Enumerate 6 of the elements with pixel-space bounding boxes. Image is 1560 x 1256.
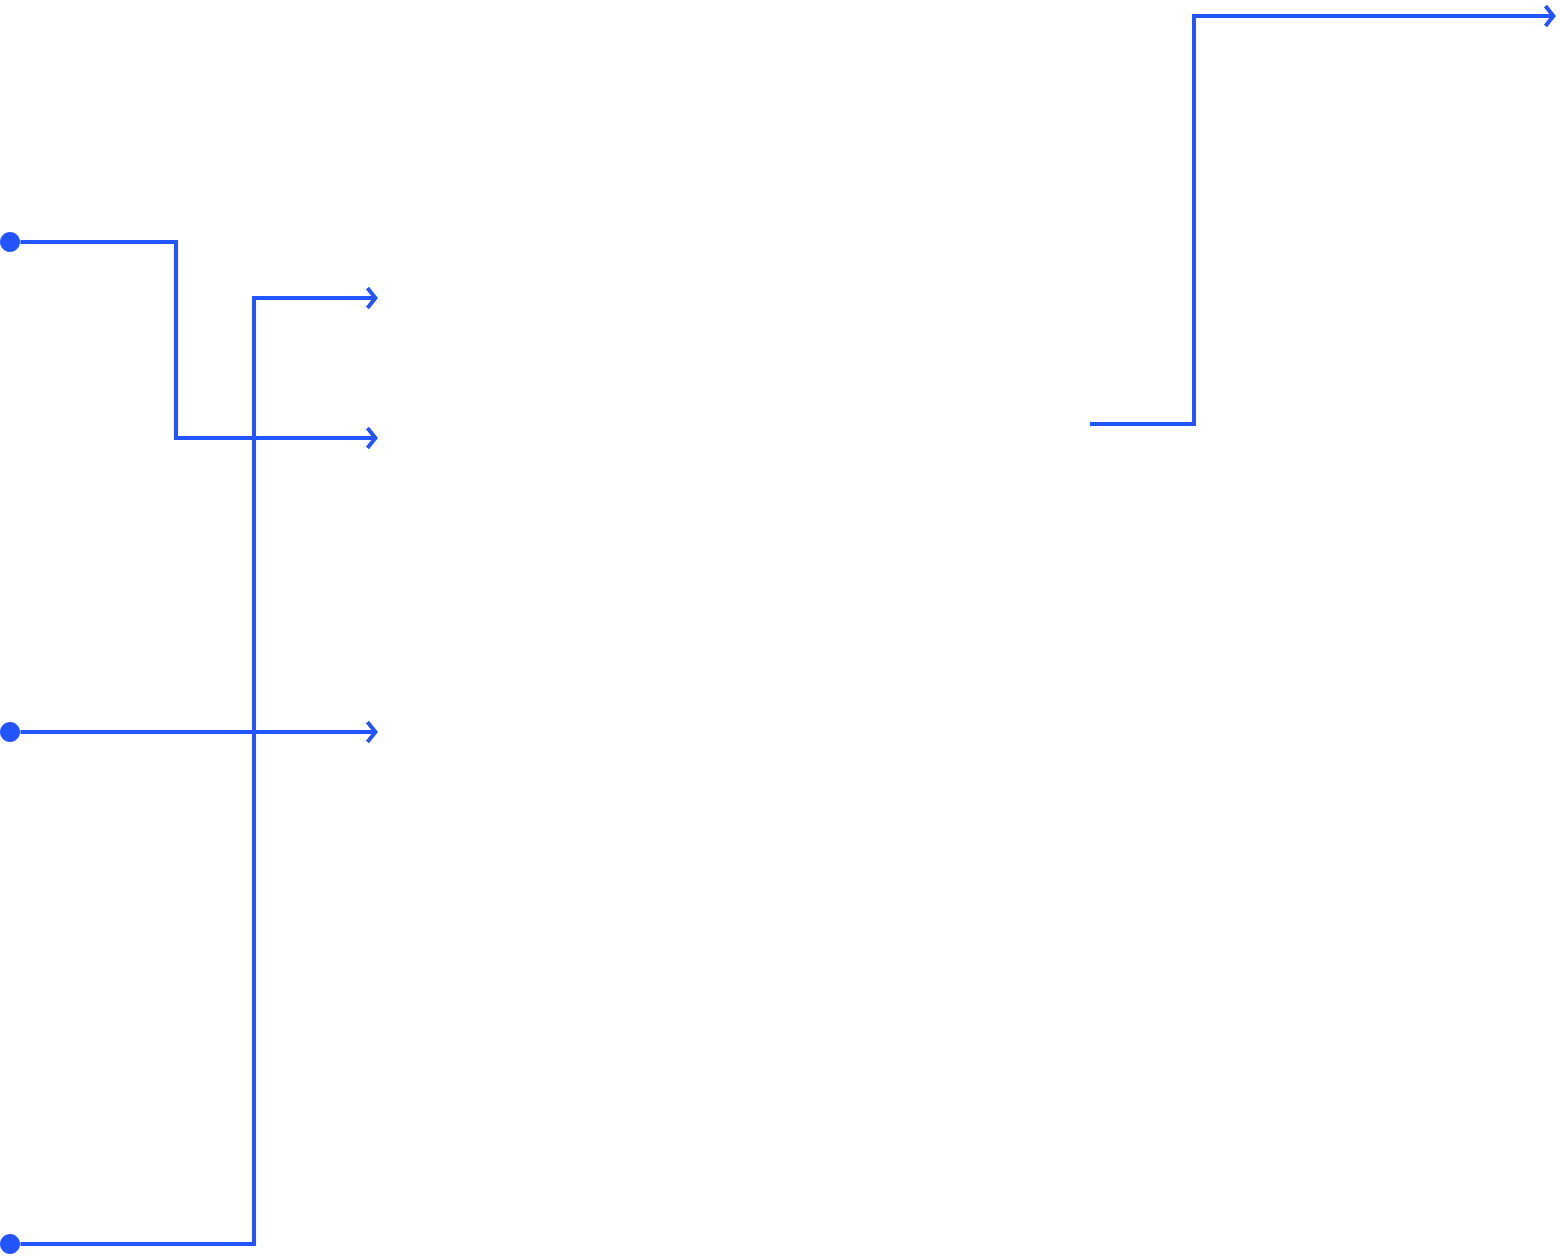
start-dot <box>0 1233 20 1254</box>
arrow <box>20 240 378 450</box>
arrow <box>20 720 378 744</box>
arrow <box>20 286 378 1246</box>
start-dot <box>0 231 20 252</box>
start-dot <box>0 721 20 742</box>
